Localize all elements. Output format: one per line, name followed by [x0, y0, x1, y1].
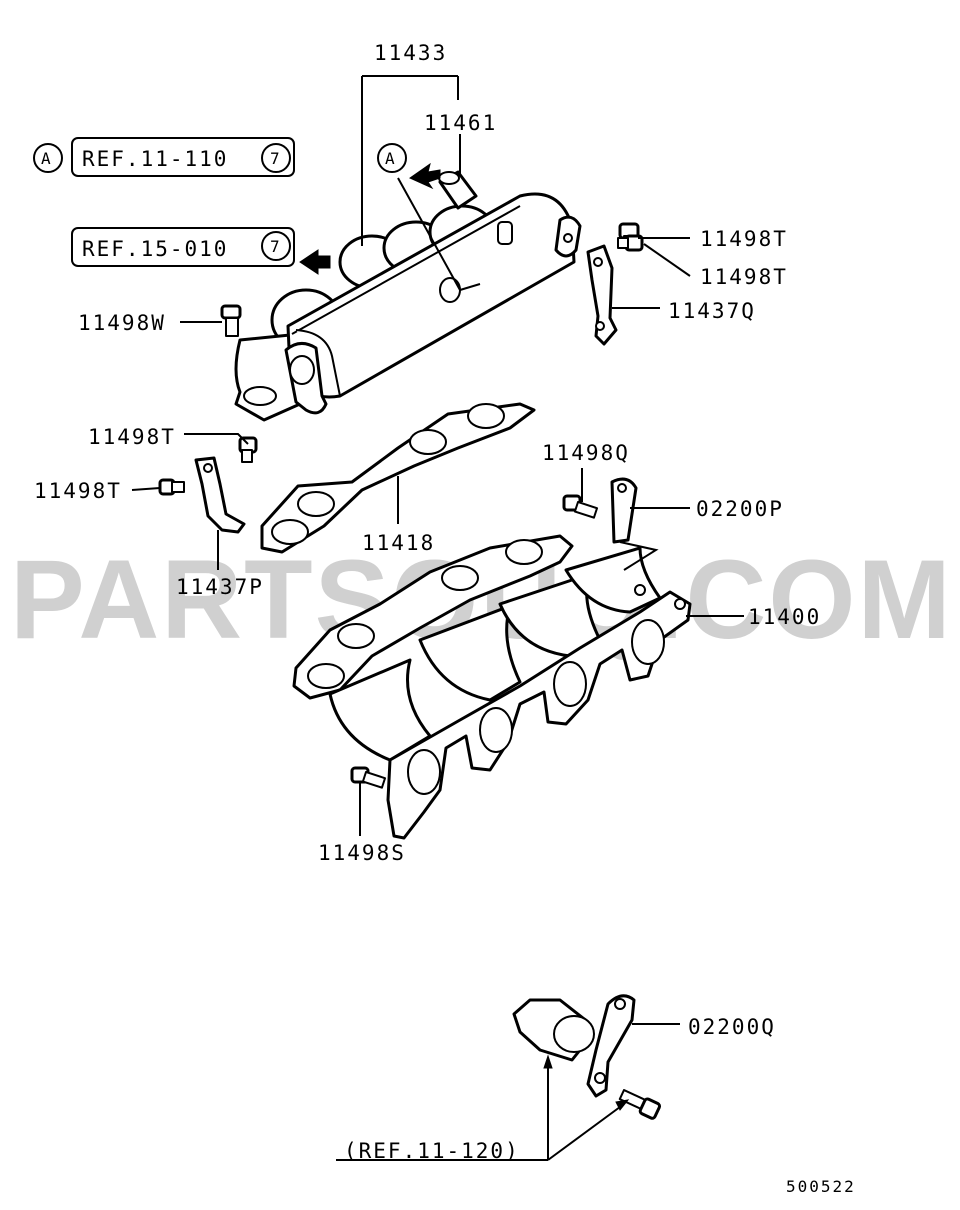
view-arrow [408, 162, 441, 190]
direction-arrow [299, 249, 331, 275]
callout-02200P[interactable]: 02200P [696, 497, 784, 521]
ref-box-circled-number: 7 [270, 149, 282, 168]
callout-02200Q[interactable]: 02200Q [688, 1015, 776, 1039]
bolt-lower[interactable] [618, 1089, 662, 1120]
view-marker-circle [377, 143, 407, 173]
ref-marker-circle [33, 143, 63, 173]
callout-11498W[interactable]: 11498W [78, 311, 166, 335]
bracket-11437P[interactable] [194, 456, 246, 534]
ref-box-text: REF.15-010 [82, 237, 228, 261]
water-outlet[interactable] [512, 998, 595, 1062]
callout-11461[interactable]: 11461 [424, 111, 497, 135]
bolt-11498Q[interactable] [562, 494, 599, 519]
ref-box-text: REF.11-110 [82, 147, 228, 171]
bracket-11437Q[interactable] [586, 244, 618, 346]
ref-box-15-010[interactable]: REF.15-010 7 [71, 227, 295, 267]
stud-11498S[interactable] [350, 766, 387, 789]
callout-ref-11-120[interactable]: (REF.11-120) [344, 1139, 520, 1163]
ref-box-circled-number: 7 [270, 237, 282, 256]
callout-11437Q[interactable]: 11437Q [668, 299, 756, 323]
figure-code: 500522 [786, 1177, 856, 1196]
callout-11400[interactable]: 11400 [748, 605, 821, 629]
callout-11498Q[interactable]: 11498Q [542, 441, 630, 465]
ref-marker-label: A [41, 149, 53, 168]
callout-11418[interactable]: 11418 [362, 531, 435, 555]
callout-11498T-a[interactable]: 11498T [700, 227, 788, 251]
bracket-02200P[interactable] [610, 477, 638, 544]
intake-manifold-11400[interactable] [292, 534, 692, 840]
intake-plenum-11433[interactable] [234, 192, 582, 422]
bolt-11498T-left-b[interactable] [158, 478, 185, 496]
callout-11498T-c[interactable]: 11498T [88, 425, 176, 449]
bolt-11498W[interactable] [220, 304, 242, 337]
gasket-11418[interactable] [260, 402, 536, 554]
callout-11433[interactable]: 11433 [374, 41, 447, 65]
callout-11437P[interactable]: 11437P [176, 575, 264, 599]
bolt-11498T-upper-b[interactable] [617, 234, 644, 252]
view-marker-label: A [385, 149, 397, 168]
ref-box-11-110[interactable]: A REF.11-110 7 [33, 137, 295, 177]
fitting-11461[interactable] [438, 170, 478, 210]
callout-11498S[interactable]: 11498S [318, 841, 406, 865]
callout-11498T-d[interactable]: 11498T [34, 479, 122, 503]
bracket-02200Q[interactable] [586, 994, 636, 1098]
bolt-11498T-left-a[interactable] [238, 436, 258, 463]
callout-11498T-b[interactable]: 11498T [700, 265, 788, 289]
